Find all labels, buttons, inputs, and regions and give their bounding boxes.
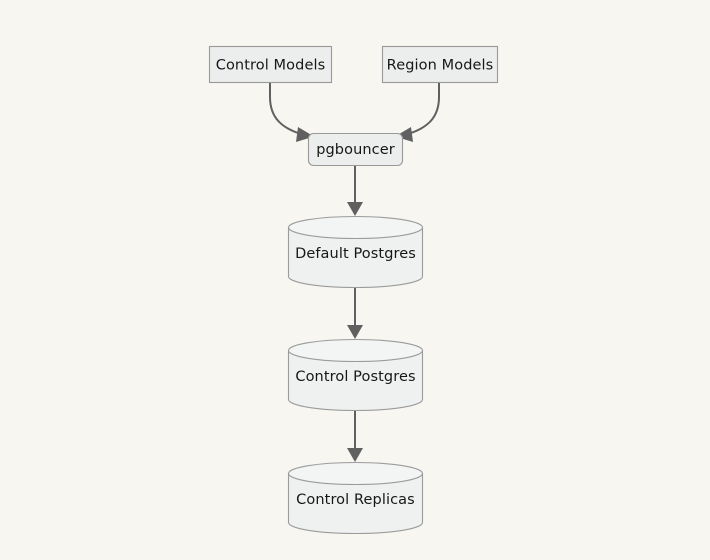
node-default-postgres-body[interactable] bbox=[287, 226, 424, 289]
arrow-head-icon bbox=[347, 202, 363, 216]
node-region-models-label: Region Models bbox=[387, 58, 494, 74]
edge-region-models-to-pgbouncer bbox=[395, 83, 440, 142]
edge-control-postgres-to-control-replicas bbox=[347, 411, 363, 462]
node-pgbouncer-label: pgbouncer bbox=[316, 142, 395, 158]
node-control-replicas[interactable]: Control Replicas bbox=[287, 461, 424, 535]
node-control-postgres[interactable]: Control Postgres bbox=[287, 338, 424, 412]
node-pgbouncer-shape[interactable] bbox=[307, 132, 404, 167]
node-region-models[interactable]: Region Models bbox=[381, 45, 499, 84]
arrow-head-icon bbox=[296, 127, 314, 142]
edge-default-postgres-to-control-postgres bbox=[347, 288, 363, 339]
node-control-postgres-body[interactable] bbox=[287, 349, 424, 412]
arrow-head-icon bbox=[395, 127, 413, 142]
node-pgbouncer[interactable]: pgbouncer bbox=[307, 132, 404, 167]
node-region-models-shape[interactable] bbox=[381, 45, 499, 84]
node-control-models-shape[interactable] bbox=[208, 45, 333, 84]
arrow-head-icon bbox=[347, 325, 363, 339]
node-control-replicas-top bbox=[287, 461, 424, 486]
node-control-replicas-label: Control Replicas bbox=[296, 492, 415, 508]
edge-control-models-to-pgbouncer bbox=[269, 83, 314, 142]
arrow-head-icon bbox=[347, 448, 363, 462]
edge-pgbouncer-to-default-postgres bbox=[347, 166, 363, 216]
node-default-postgres[interactable]: Default Postgres bbox=[287, 215, 424, 289]
node-default-postgres-label: Default Postgres bbox=[295, 246, 416, 262]
node-control-models-label: Control Models bbox=[216, 58, 326, 74]
node-control-replicas-body[interactable] bbox=[287, 472, 424, 535]
node-default-postgres-top bbox=[287, 215, 424, 240]
node-control-models[interactable]: Control Models bbox=[208, 45, 333, 84]
node-control-postgres-top bbox=[287, 338, 424, 363]
node-control-postgres-label: Control Postgres bbox=[295, 369, 415, 385]
